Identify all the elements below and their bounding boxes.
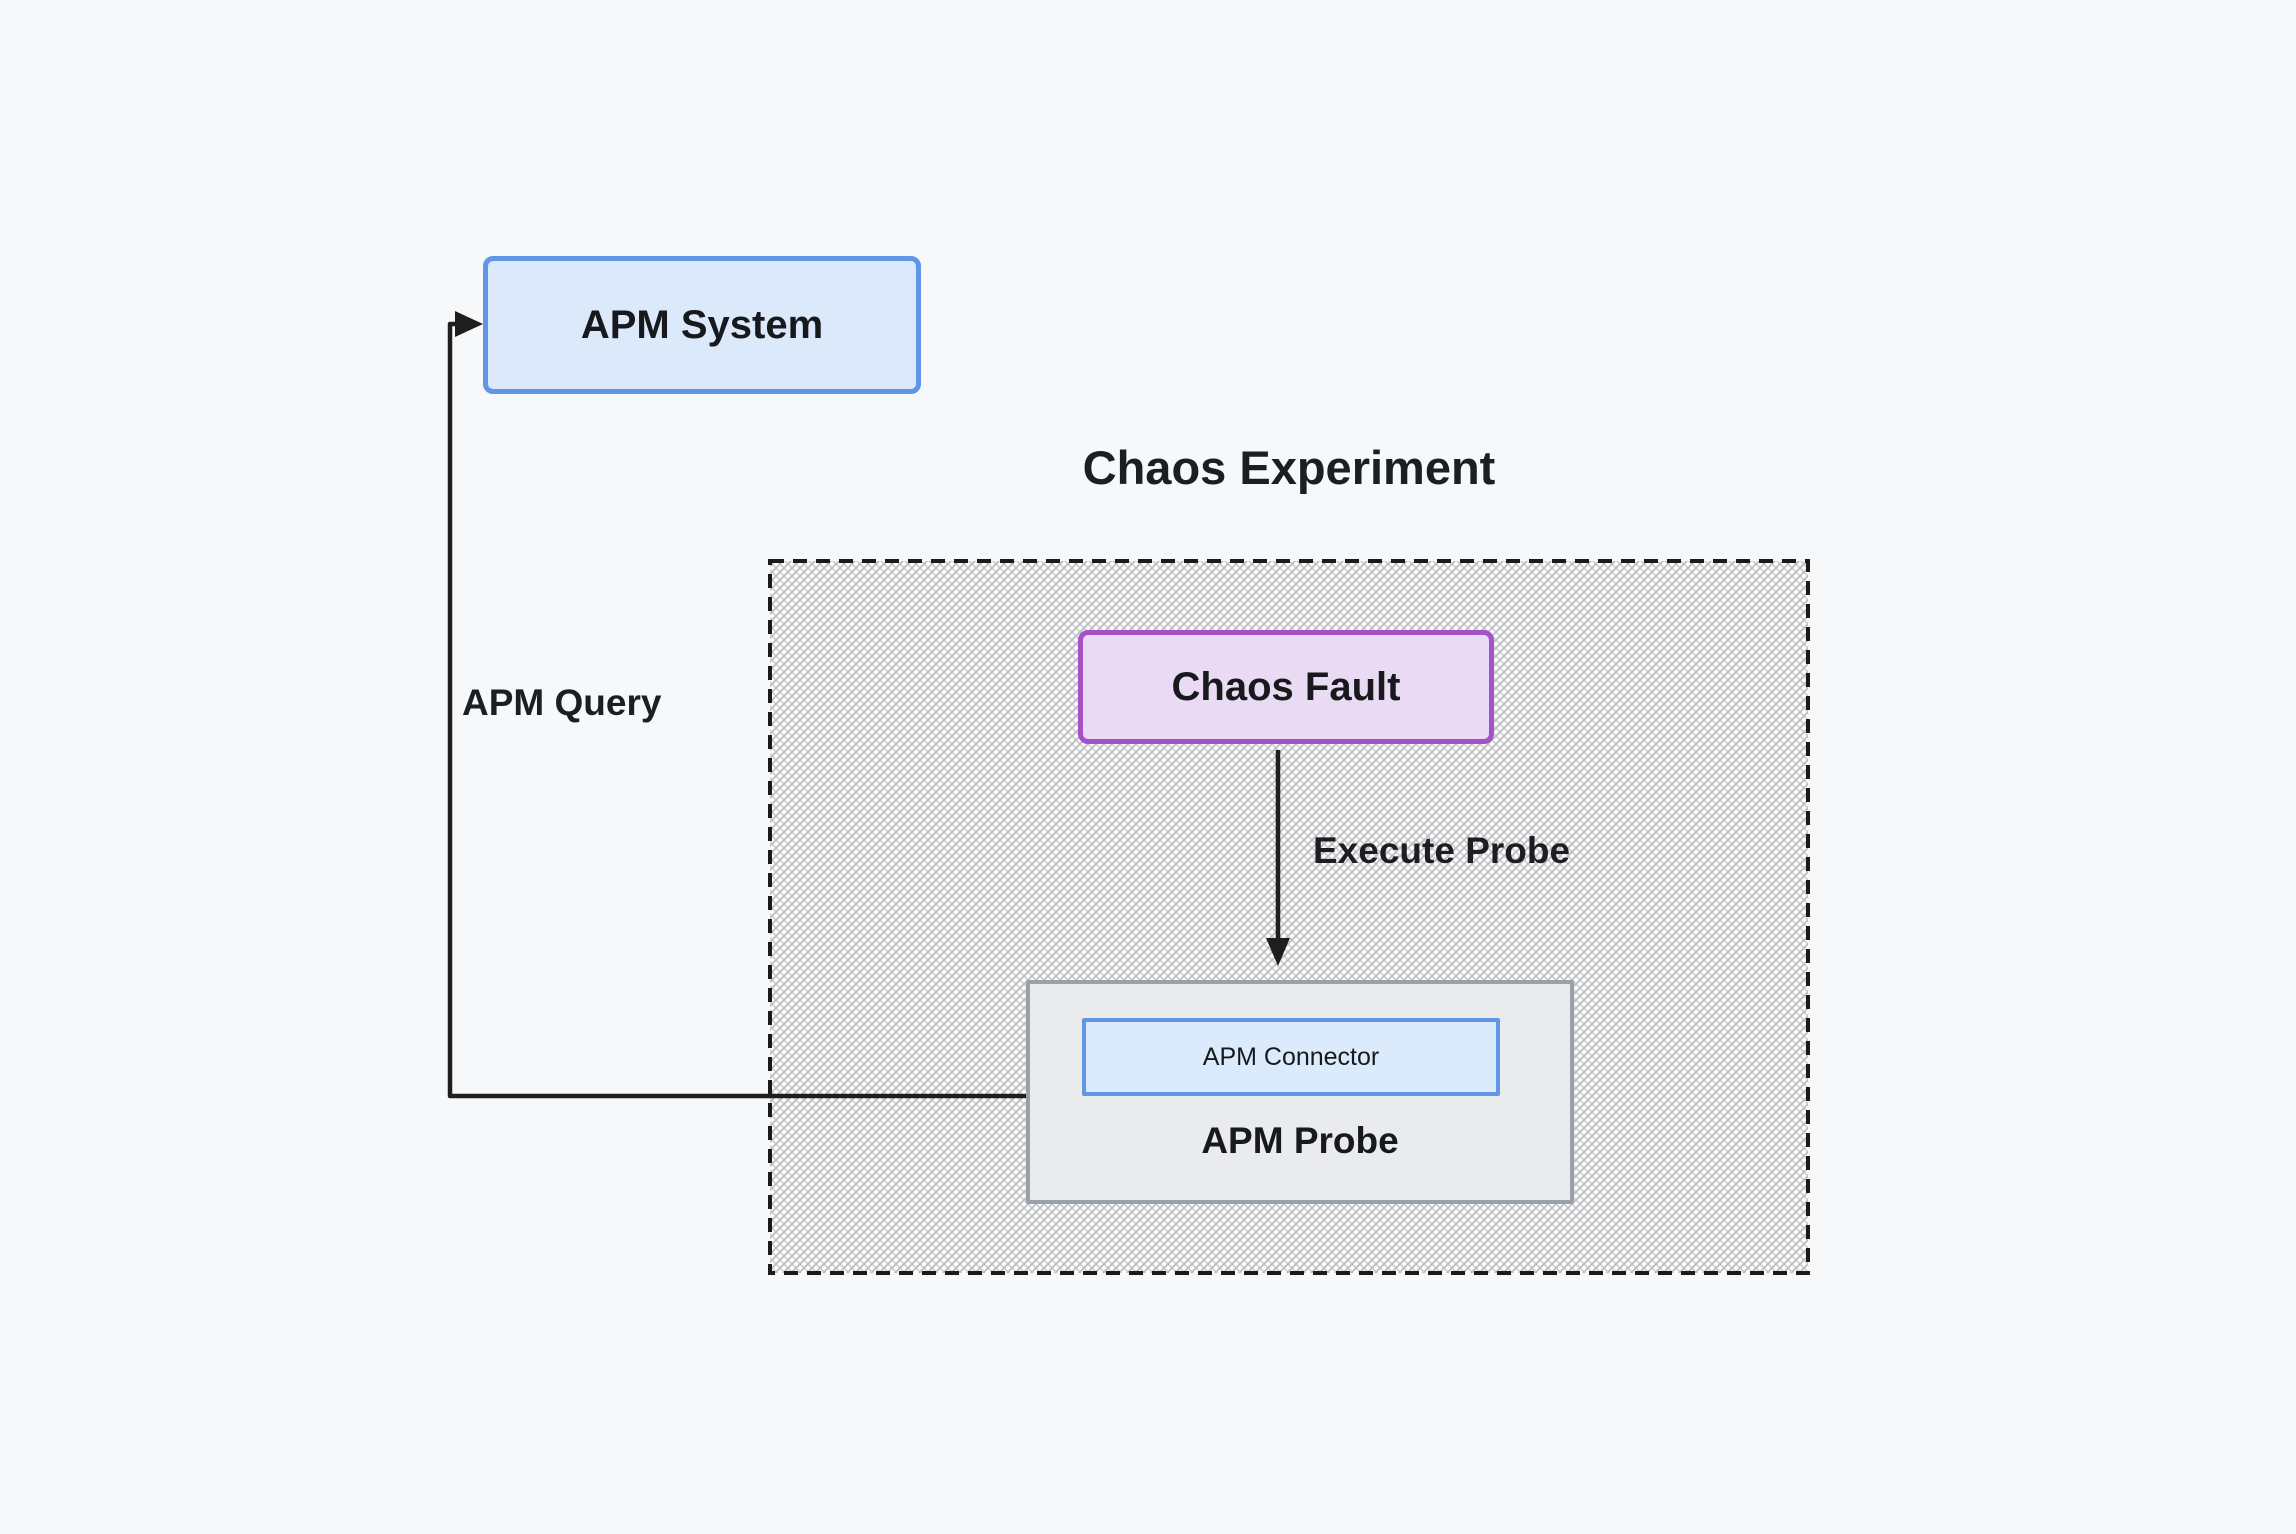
apm-query-edge-label: APM Query xyxy=(462,682,662,723)
apm-probe-node: APM Connector APM Probe xyxy=(1026,980,1574,1204)
apm-query-arrowhead-icon xyxy=(455,311,483,337)
execute-probe-edge-label: Execute Probe xyxy=(1313,830,1571,871)
chaos-fault-label: Chaos Fault xyxy=(1171,664,1401,709)
chaos-fault-node: Chaos Fault xyxy=(1078,630,1494,744)
apm-connector-node: APM Connector xyxy=(1082,1018,1500,1096)
apm-system-label: APM System xyxy=(580,302,824,347)
apm-connector-label: APM Connector xyxy=(1202,1042,1380,1071)
execute-probe-arrowhead-icon xyxy=(1266,938,1290,966)
chaos-experiment-title: Chaos Experiment xyxy=(1082,441,1496,494)
apm-query-connector-line xyxy=(447,321,1026,1099)
apm-system-node: APM System xyxy=(483,256,921,394)
apm-probe-label: APM Probe xyxy=(1201,1120,1399,1161)
